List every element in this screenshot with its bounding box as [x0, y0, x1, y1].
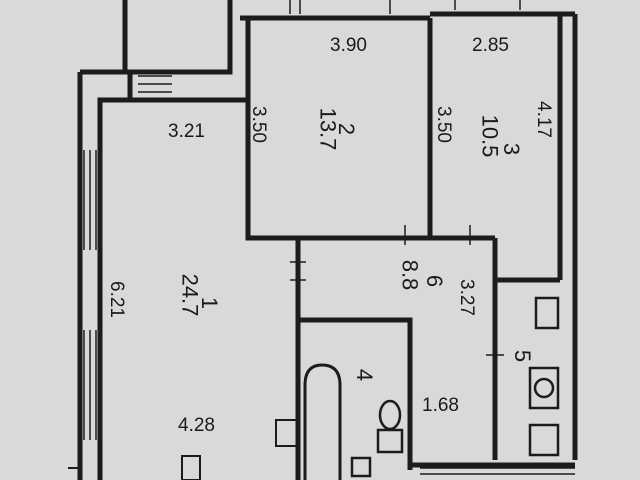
room6-number: 6 — [422, 274, 448, 288]
dim-room1-height: 6.21 — [105, 281, 127, 318]
wall-top-left — [122, 0, 233, 75]
stove-icon — [275, 419, 299, 447]
wall-bath4 — [300, 317, 413, 470]
dim-room2-width: 3.90 — [330, 35, 367, 56]
toilet-icon — [350, 399, 404, 478]
room2-area: 13.7 — [315, 107, 341, 151]
dim-corridor-width: 1.68 — [422, 395, 459, 416]
dim-room3-side: 4.17 — [532, 101, 554, 138]
room4-number: 4 — [352, 368, 378, 382]
dim-room3-height: 3.50 — [432, 106, 454, 143]
room6-area: 8.8 — [397, 259, 423, 291]
dim-room1-width: 3.21 — [168, 121, 205, 142]
dim-corridor-height: 3.27 — [455, 279, 477, 316]
dim-room1-bottom: 4.28 — [178, 415, 215, 436]
radiator-icon — [181, 455, 201, 480]
wall-room2 — [245, 18, 300, 241]
wall-corridor-right — [492, 238, 560, 283]
dim-room3-width: 2.85 — [472, 35, 509, 56]
sink-icon — [528, 296, 560, 457]
bathtub — [303, 363, 342, 480]
room3-area: 10.5 — [477, 114, 503, 158]
dim-room2-height: 3.50 — [247, 106, 269, 143]
room3-number: 3 — [499, 142, 525, 156]
room1-area: 24.7 — [177, 273, 203, 317]
room5-number: 5 — [510, 349, 536, 363]
wall-stairs — [80, 69, 133, 480]
